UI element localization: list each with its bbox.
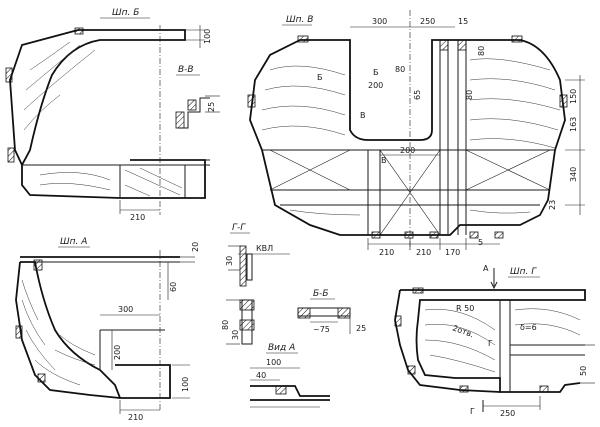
mark-g-upper: Г <box>488 339 493 348</box>
mark-v-upper: В <box>360 111 366 120</box>
dim-shp-v-170: 170 <box>445 248 460 257</box>
dim-shp-v-200-top: 200 <box>368 81 383 90</box>
dim-shp-b-210: 210 <box>130 213 145 222</box>
view-shp-a: Шп. А 300 200 20 60 100 210 <box>15 237 200 422</box>
section-bb: Б-Б ~75 25 <box>297 289 366 334</box>
dim-shp-b-100: 100 <box>203 29 212 44</box>
section-gg: Г-Г КВЛ 30 <box>225 223 290 287</box>
view-vid-a: Вид А 100 40 <box>250 343 330 408</box>
dim-shp-v-200-mid: 200 <box>400 146 415 155</box>
section-label-gg: Г-Г <box>232 223 246 233</box>
dim-shp-v-340: 340 <box>569 167 578 182</box>
note-holes: 2отв. <box>451 323 475 339</box>
dim-shp-v-80-mid: 80 <box>395 65 405 74</box>
dim-shp-a-200: 200 <box>113 345 122 360</box>
dim-shp-a-60: 60 <box>169 282 178 292</box>
dim-shp-v-65: 65 <box>413 90 422 100</box>
detail-rib: 80 30 <box>221 299 255 345</box>
dim-shp-a-300: 300 <box>118 305 133 314</box>
view-label-shp-a: Шп. А <box>60 237 87 247</box>
section-label-bb: Б-Б <box>313 289 329 299</box>
view-shp-b: Шп. Б 100 210 <box>5 8 212 222</box>
note-delta: δ=6 <box>520 323 537 332</box>
dim-shp-v-150: 150 <box>569 89 578 104</box>
dim-shp-v-300: 300 <box>372 17 387 26</box>
view-label-shp-g: Шп. Г <box>510 267 537 277</box>
label-kvl: КВЛ <box>256 244 273 253</box>
dim-shp-v-210-right: 210 <box>416 248 431 257</box>
dim-bb-25: 25 <box>356 324 366 333</box>
view-label-vid-a: Вид А <box>268 343 295 353</box>
dim-rib-30: 30 <box>231 330 240 340</box>
mark-b-lower: Б <box>373 68 379 77</box>
dim-shp-g-50: 50 <box>579 366 588 376</box>
mark-b-upper: Б <box>317 73 323 82</box>
dim-gg-30: 30 <box>225 256 234 266</box>
mark-v-lower: В <box>381 156 387 165</box>
section-label-vv: В-В <box>178 65 194 75</box>
view-shp-v: Шп. В <box>247 10 585 257</box>
mark-a-arrow: А <box>483 264 489 273</box>
dim-shp-g-250: 250 <box>500 409 515 418</box>
dim-vid-a-40: 40 <box>256 371 266 380</box>
dim-shp-a-100: 100 <box>181 377 190 392</box>
dim-shp-v-80-right: 80 <box>465 90 474 100</box>
note-radius: R 50 <box>456 304 474 313</box>
mark-g-lower: Г <box>470 407 475 416</box>
dim-shp-v-80-top: 80 <box>477 46 486 56</box>
view-shp-g: А Шп. Г R 50 2отв. δ=6 Г Г 50 250 <box>394 264 595 418</box>
dim-shp-v-23: 23 <box>548 200 557 210</box>
dim-bb-75: ~75 <box>313 325 330 334</box>
dim-shp-v-210-left: 210 <box>379 248 394 257</box>
dim-shp-v-163: 163 <box>569 117 578 132</box>
dim-vid-a-100: 100 <box>266 358 281 367</box>
dim-shp-v-250: 250 <box>420 17 435 26</box>
view-label-shp-v: Шп. В <box>286 15 313 25</box>
dim-vv-25: 25 <box>207 102 216 112</box>
dim-shp-a-210: 210 <box>128 413 143 422</box>
dim-shp-a-20: 20 <box>191 242 200 252</box>
view-label-shp-b: Шп. Б <box>112 8 139 18</box>
dim-shp-v-15: 15 <box>458 17 468 26</box>
dim-shp-v-5: 5 <box>478 238 483 247</box>
dim-rib-80: 80 <box>221 320 230 330</box>
section-vv: В-В 25 <box>175 65 220 129</box>
